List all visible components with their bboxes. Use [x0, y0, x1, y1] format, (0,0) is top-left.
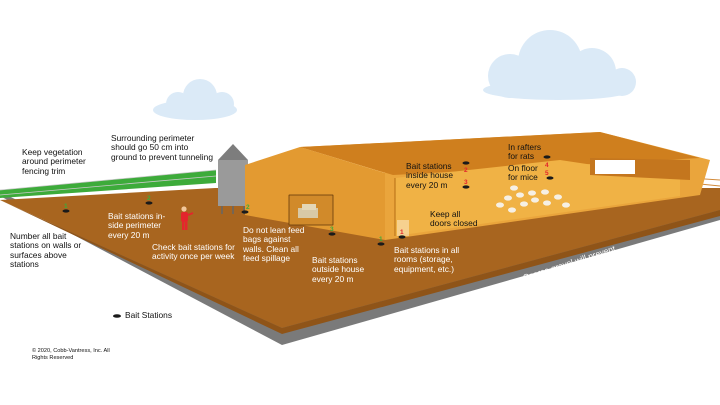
station-number: 5: [545, 170, 549, 177]
bait-station-icon: [462, 185, 470, 189]
farm-worker-icon: [181, 206, 194, 230]
bait-station-icon: [546, 176, 554, 180]
station-number: 2: [464, 167, 468, 174]
bait-station-icon: [241, 210, 249, 214]
feed-silo-icon: [218, 144, 248, 214]
station-number: 1: [64, 203, 68, 210]
bait-station-icon: [328, 232, 336, 236]
chicken-icon: [496, 185, 570, 213]
fence: [0, 169, 217, 196]
bait-station-icon: [398, 235, 406, 239]
bait-station-icon: [62, 209, 70, 213]
label-outside-house: Bait stations outside house every 20 m: [312, 255, 365, 284]
label-inside-perimeter: Bait stations in-side perimeter every 20…: [108, 211, 166, 240]
label-floor-mice: On floor for mice: [508, 163, 538, 183]
label-check-weekly: Check bait stations for activity once pe…: [152, 242, 235, 262]
label-doors-closed: Keep all doors closed: [430, 209, 478, 229]
label-vegetation: Keep vegetation around perimeter fencing…: [22, 147, 86, 176]
label-all-rooms: Bait stations in all rooms (storage, equ…: [394, 245, 460, 274]
copyright: © 2020, Cobb-Vantress, Inc. All Rights R…: [32, 348, 110, 361]
label-rafters: In rafters for rats: [508, 142, 542, 162]
label-number-stations: Number all bait stations on walls or sur…: [10, 231, 82, 270]
label-perimeter-depth: Surrounding perimeter should go 50 cm in…: [111, 133, 213, 162]
gravel-border: [0, 192, 720, 345]
ground-shadow: [0, 200, 720, 334]
label-feed-bags: Do not lean feed bags against walls. Cle…: [243, 225, 305, 264]
station-number: 2: [246, 204, 250, 211]
cloud-icon: [153, 79, 237, 120]
station-number: 2: [147, 195, 151, 202]
grass-strip: [0, 170, 216, 198]
bait-station-icon: [377, 242, 385, 246]
station-number: 3: [464, 179, 468, 186]
bait-station-icon: [145, 201, 153, 205]
bait-station-icon: [113, 314, 121, 318]
station-number: 1: [379, 236, 383, 243]
legend-label: Bait Stations: [125, 310, 173, 320]
station-number: 1: [400, 229, 404, 236]
bait-station-icon: [543, 155, 551, 159]
bait-station-icon: [462, 161, 470, 165]
cloud-icon: [483, 30, 636, 100]
label-inside-house: Bait stations inside house every 20 m: [406, 161, 454, 190]
farm-ground: [0, 188, 720, 328]
station-number: 4: [545, 162, 549, 169]
station-number: 3: [330, 226, 334, 233]
